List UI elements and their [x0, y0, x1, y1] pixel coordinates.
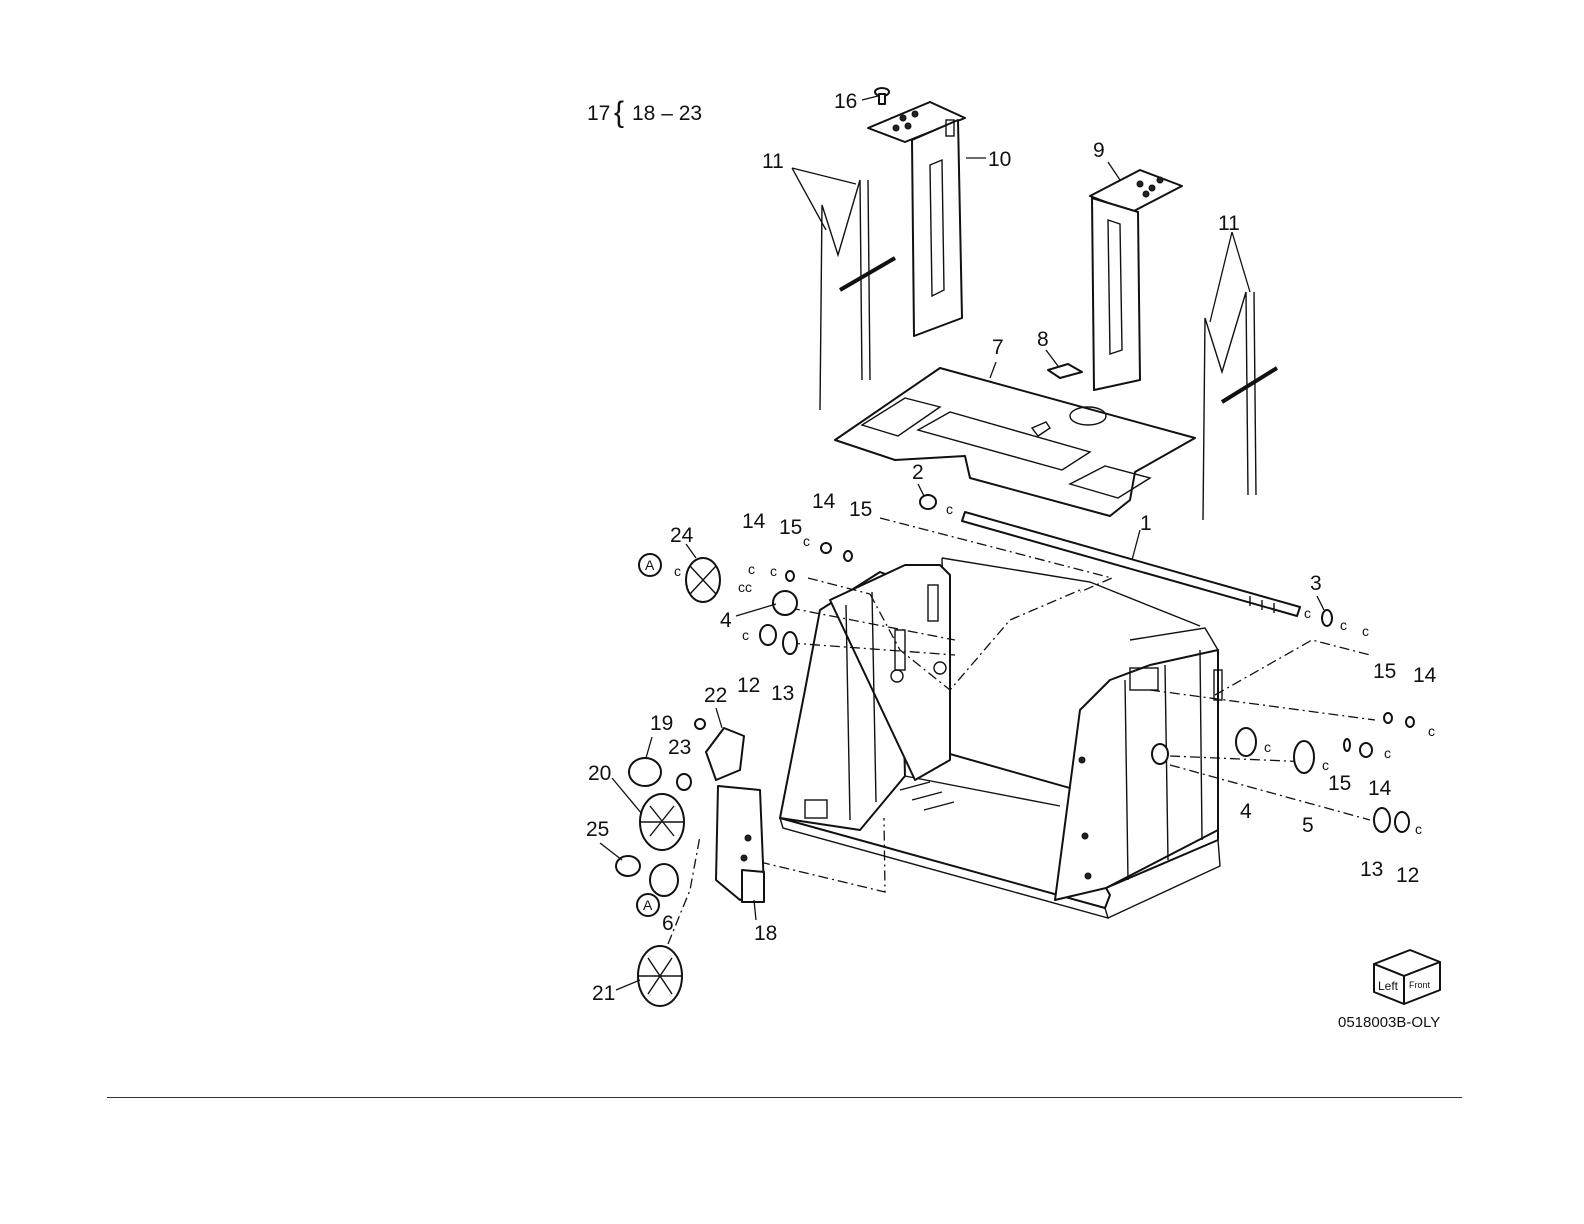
svg-text:c: c: [1322, 757, 1329, 773]
svg-text:c: c: [1428, 723, 1435, 739]
kit-range: 18 – 23: [632, 102, 702, 125]
callout-7: 7: [992, 336, 1004, 359]
gear-assembly-left: [616, 558, 764, 1006]
callout-4-right: 4: [1240, 800, 1252, 823]
svg-text:A: A: [643, 897, 653, 913]
callout-25: 25: [586, 818, 609, 841]
callout-15-d: 15: [1328, 772, 1351, 795]
front-face-label: Front: [1409, 980, 1431, 990]
callout-2: 2: [912, 461, 924, 484]
part-1-shaft: [962, 512, 1300, 616]
svg-text:c: c: [674, 563, 681, 579]
circle-ref-a-bottom: A: [637, 894, 659, 916]
main-frame: [780, 558, 1222, 918]
callout-11-right: 11: [1218, 212, 1240, 235]
callout-22: 22: [704, 684, 727, 707]
svg-text:c: c: [742, 627, 749, 643]
callout-15-c: 15: [1373, 660, 1396, 683]
callout-20: 20: [588, 762, 611, 785]
callout-12-right: 12: [1396, 864, 1419, 887]
part-7-tray-plate: [835, 368, 1195, 516]
callout-15-a: 15: [779, 516, 802, 539]
callout-3: 3: [1310, 572, 1322, 595]
callout-14-b: 14: [812, 490, 836, 513]
callout-13-left: 13: [771, 682, 794, 705]
svg-text:c: c: [770, 563, 777, 579]
callout-14-c: 14: [1413, 664, 1437, 687]
svg-text:c: c: [1304, 605, 1311, 621]
part-10-left-guide: [868, 102, 965, 336]
svg-text:c: c: [1340, 617, 1347, 633]
callout-10: 10: [988, 148, 1011, 171]
svg-text:A: A: [645, 557, 655, 573]
figure-code: 0518003B-OLY: [1338, 1014, 1440, 1031]
left-face-label: Left: [1378, 979, 1399, 993]
part-11-wire-right: [1203, 292, 1277, 520]
callout-1: 1: [1140, 512, 1152, 535]
callout-23: 23: [668, 736, 691, 759]
svg-text:c: c: [1264, 739, 1271, 755]
svg-text:cc: cc: [738, 579, 752, 595]
callout-13-right: 13: [1360, 858, 1383, 881]
callout-14-d: 14: [1368, 777, 1392, 800]
callout-14-a: 14: [742, 510, 766, 533]
part-8-pad: [1048, 364, 1082, 378]
callout-24: 24: [670, 524, 694, 547]
callout-21: 21: [592, 982, 615, 1005]
orientation-cube: Left Front: [1374, 950, 1440, 1004]
svg-text:c: c: [803, 533, 810, 549]
svg-text:c: c: [1384, 745, 1391, 761]
part-9-right-guide: [1090, 170, 1182, 390]
svg-text:c: c: [946, 501, 953, 517]
callout-16: 16: [834, 90, 857, 113]
callout-6: 6: [662, 912, 674, 935]
callout-5: 5: [1302, 814, 1314, 837]
part-11-wire-left: [820, 180, 895, 410]
callout-12-left: 12: [737, 674, 760, 697]
callout-19: 19: [650, 712, 673, 735]
callout-15-b: 15: [849, 498, 872, 521]
callout-9: 9: [1093, 139, 1105, 162]
callout-18: 18: [754, 922, 777, 945]
svg-text:c: c: [1362, 623, 1369, 639]
svg-text:c: c: [1415, 821, 1422, 837]
kit-brace: {: [614, 96, 624, 129]
callout-4-left: 4: [720, 609, 732, 632]
svg-text:c: c: [748, 561, 755, 577]
callout-11-left: 11: [762, 150, 784, 173]
callout-8: 8: [1037, 328, 1049, 351]
circle-ref-a-top: A: [639, 554, 661, 576]
footer-rule: [107, 1097, 1462, 1098]
kit-parent-number: 17: [587, 102, 610, 125]
kit-note: 17 { 18 – 23: [587, 96, 702, 129]
